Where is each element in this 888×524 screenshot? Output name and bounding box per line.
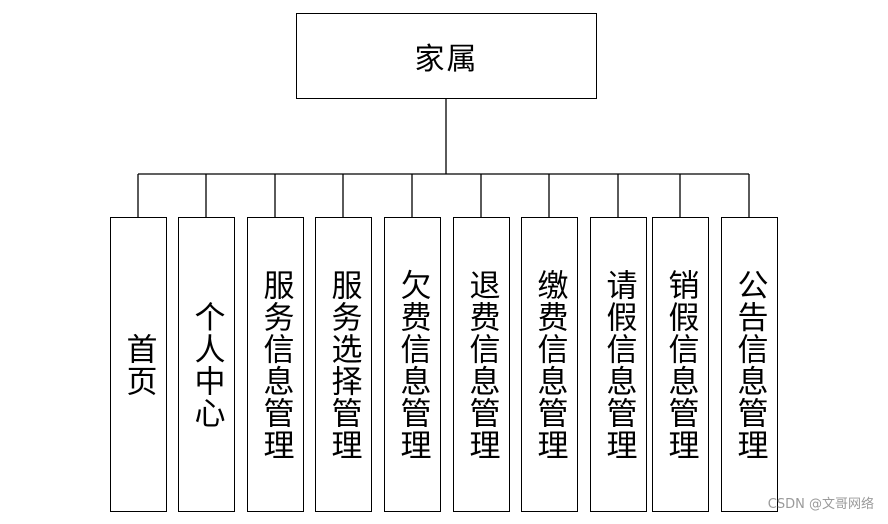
child-node-label: 请假信息管理 [600, 268, 637, 461]
child-node-arrears-info: 欠费信息管理 [384, 217, 441, 512]
child-node-service-selection: 服务选择管理 [315, 217, 372, 512]
child-node-home: 首页 [110, 217, 167, 512]
root-node-label: 家属 [414, 42, 479, 77]
child-node-label: 公告信息管理 [731, 268, 768, 461]
child-node-personal-center: 个人中心 [178, 217, 235, 512]
child-node-label: 销假信息管理 [662, 268, 699, 461]
watermark-text: CSDN @文哥网络 [767, 497, 874, 512]
child-node-label: 首页 [120, 332, 157, 397]
child-node-leave-cancel-info: 销假信息管理 [652, 217, 709, 512]
child-node-label: 个人中心 [188, 300, 225, 429]
child-node-service-info: 服务信息管理 [247, 217, 304, 512]
child-node-label: 服务选择管理 [325, 268, 362, 461]
child-node-leave-request-info: 请假信息管理 [590, 217, 647, 512]
child-node-label: 服务信息管理 [257, 268, 294, 461]
child-node-refund-info: 退费信息管理 [453, 217, 510, 512]
root-node-family: 家属 [296, 13, 597, 99]
child-node-label: 缴费信息管理 [531, 268, 568, 461]
child-node-announcement-info: 公告信息管理 [721, 217, 778, 512]
child-node-label: 欠费信息管理 [394, 268, 431, 461]
child-node-payment-info: 缴费信息管理 [521, 217, 578, 512]
child-node-label: 退费信息管理 [463, 268, 500, 461]
